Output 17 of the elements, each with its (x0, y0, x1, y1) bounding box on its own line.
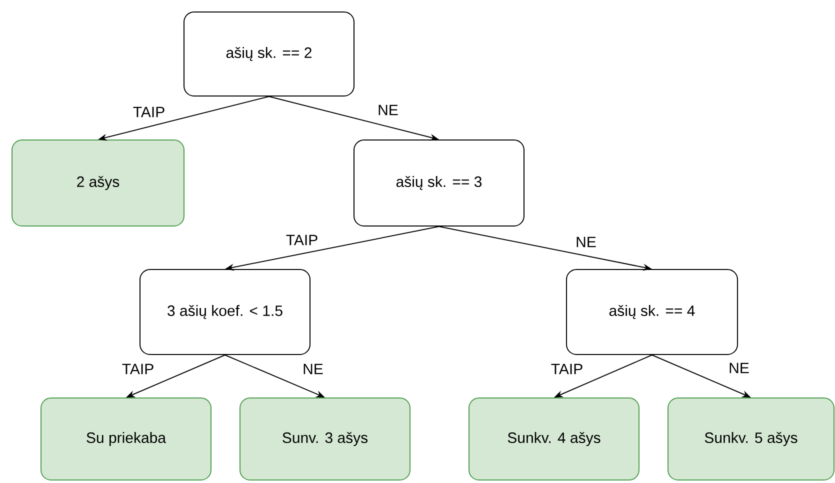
result-box: Sunkv. 4 ašys (468, 398, 640, 480)
decision-box: ašių sk. == 4 (566, 269, 738, 355)
edge-label: NE (574, 236, 598, 248)
decision-box: 3 ašių koef. < 1.5 (140, 269, 310, 355)
edge-label: TAIP (284, 234, 320, 246)
edge-label: TAIP (120, 362, 156, 376)
result-box: 2 ašys (12, 140, 184, 226)
edge-label: TAIP (132, 106, 166, 118)
result-box: Sunv. 3 ašys (240, 398, 410, 480)
decision-box: ašių sk. == 2 (184, 12, 354, 96)
edge-label: NE (376, 104, 400, 116)
result-box: Su priekaba (40, 398, 212, 480)
edge-label: NE (728, 362, 750, 374)
result-box: Sunkv. 5 ašys (668, 398, 834, 480)
decision-box: ašių sk. == 3 (354, 140, 524, 226)
edge-label: TAIP (550, 362, 584, 376)
edge-label: NE (302, 362, 324, 376)
